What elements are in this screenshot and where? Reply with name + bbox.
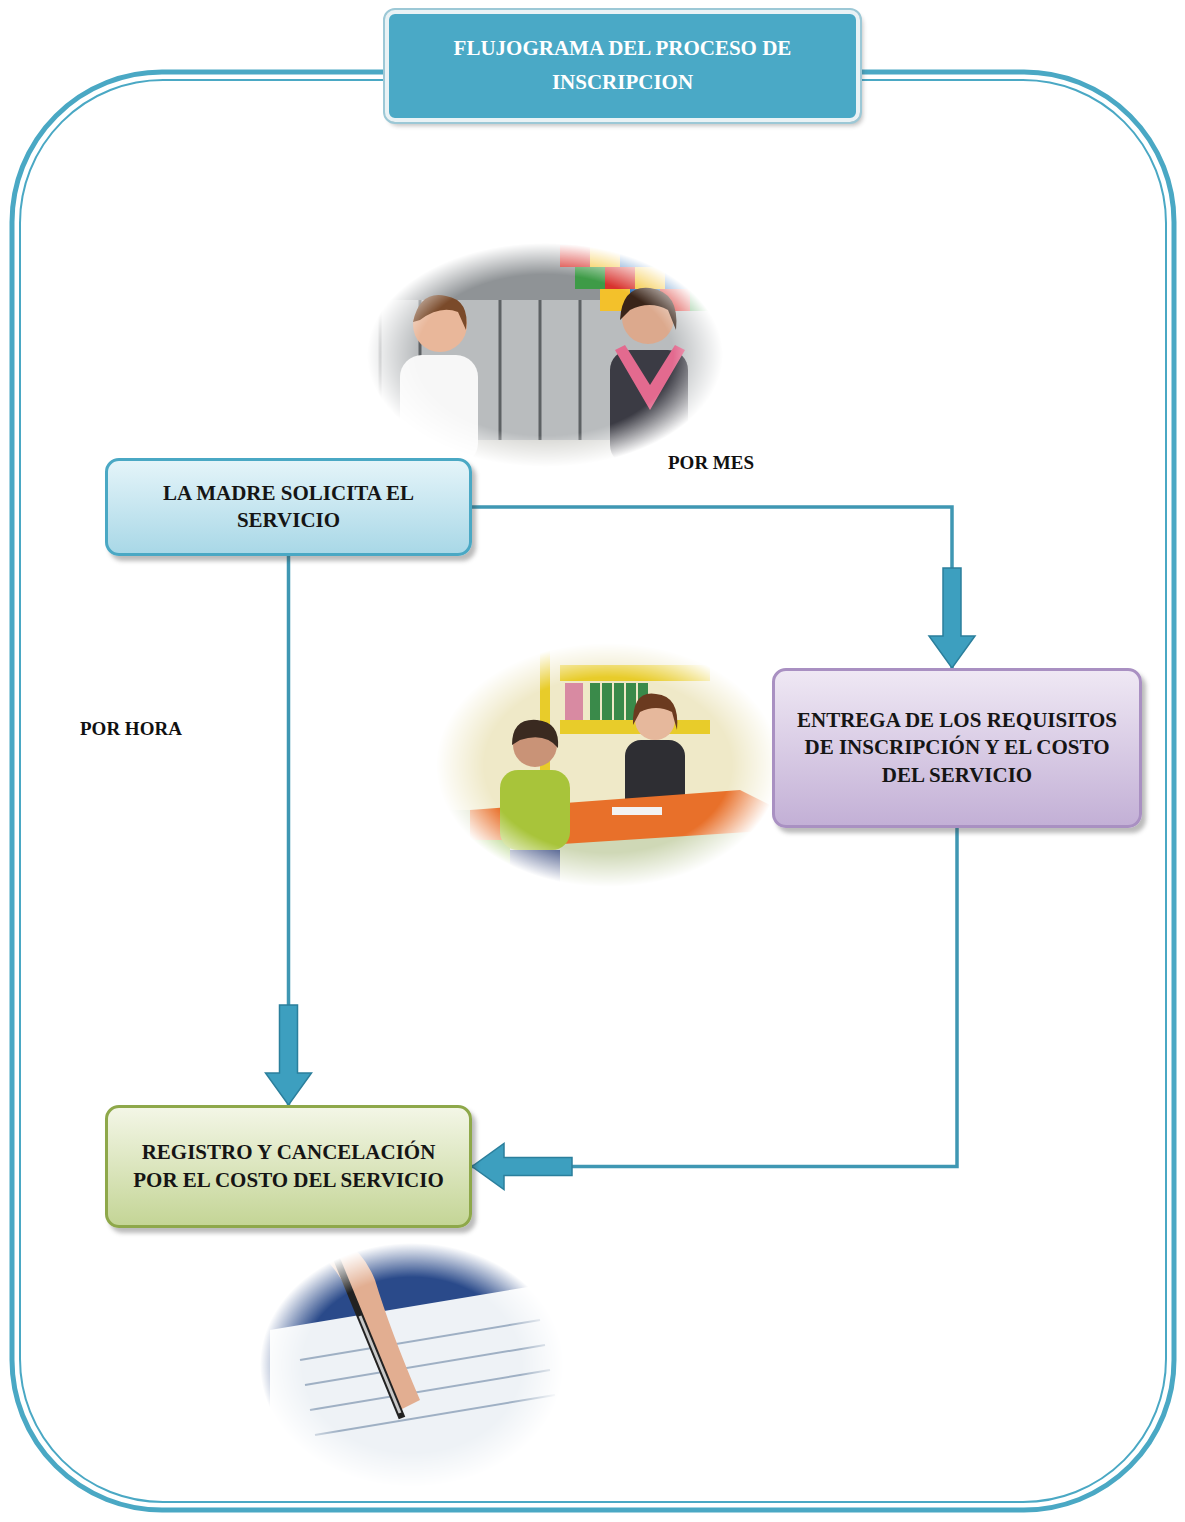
box-text: REGISTRO Y CANCELACIÓN POR EL COSTO DEL … [126, 1139, 451, 1194]
photo-women [360, 240, 730, 470]
process-box: ENTREGA DE LOS REQUISITOS DE INSCRIPCIÓN… [772, 668, 1142, 828]
photo-signing-part [360, 1316, 400, 1413]
photo-signing-part [270, 1280, 575, 1490]
man-desk [500, 720, 570, 890]
diagram-title: FLUJOGRAMA DEL PROCESO DE INSCRIPCION [413, 32, 832, 99]
man-desk-part [500, 770, 570, 850]
flow-connector [472, 828, 957, 1190]
woman-left [400, 295, 478, 465]
colour-blocks-part [690, 289, 720, 311]
flow-connector [472, 507, 975, 668]
man-desk-part [512, 720, 558, 748]
connector-line [472, 828, 957, 1167]
woman-desk-part [633, 694, 677, 730]
paper-lines-part [305, 1345, 545, 1385]
binders-part [614, 683, 624, 720]
colour-blocks-part [560, 245, 590, 267]
colour-blocks-part [680, 245, 710, 267]
frame [12, 72, 1174, 1510]
box-text: LA MADRE SOLICITA EL SERVICIO [126, 480, 451, 535]
colour-blocks-part [665, 267, 695, 289]
photo-signing [255, 1230, 575, 1490]
glass-wall-part [539, 300, 542, 440]
arrow-head [929, 568, 975, 668]
paper-lines-part [300, 1320, 540, 1360]
woman-left-part [400, 355, 478, 465]
arrow-head [472, 1144, 572, 1190]
colour-blocks-part [635, 267, 665, 289]
binders-part [602, 683, 612, 720]
photo-signing-part [255, 1240, 575, 1490]
man-desk-part [510, 850, 560, 890]
photo-office-part [470, 840, 510, 880]
photo-office [430, 640, 790, 890]
binders-part [565, 683, 583, 720]
process-box: REGISTRO Y CANCELACIÓN POR EL COSTO DEL … [105, 1105, 472, 1228]
process-box: LA MADRE SOLICITA EL SERVICIO [105, 458, 472, 556]
box-text: ENTREGA DE LOS REQUISITOS DE INSCRIPCIÓN… [793, 707, 1121, 789]
colour-blocks-part [590, 245, 620, 267]
frame-part [12, 72, 1174, 1510]
woman-right [610, 288, 688, 465]
paper-lines-part [315, 1395, 555, 1435]
colour-blocks-part [605, 267, 635, 289]
colour-blocks-part [620, 245, 650, 267]
colour-blocks-part [650, 245, 680, 267]
paper-lines [300, 1320, 555, 1435]
glass-wall-part [379, 300, 382, 440]
edge-label: POR MES [668, 452, 754, 474]
woman-right-part [615, 345, 685, 410]
frame-part [20, 80, 1166, 1502]
binders-part [590, 683, 600, 720]
photo-office-part [430, 640, 790, 890]
glass-wall-part [499, 300, 502, 440]
photo-office-part [560, 720, 710, 734]
woman-left-part [413, 295, 467, 330]
flow-connector [266, 556, 312, 1105]
photo-office-part [612, 807, 662, 815]
edge-label: POR HORA [80, 718, 182, 740]
arrow-head [266, 1005, 312, 1105]
title-tab: FLUJOGRAMA DEL PROCESO DE INSCRIPCION [385, 10, 860, 122]
pen [335, 1255, 402, 1418]
connector-line [472, 507, 952, 668]
colour-blocks-part [575, 267, 605, 289]
paper-lines-part [310, 1370, 550, 1410]
glass-wall-part [579, 300, 582, 440]
photo-women-part [360, 240, 730, 470]
woman-right-part [620, 288, 676, 330]
photo-office-part [560, 665, 710, 681]
